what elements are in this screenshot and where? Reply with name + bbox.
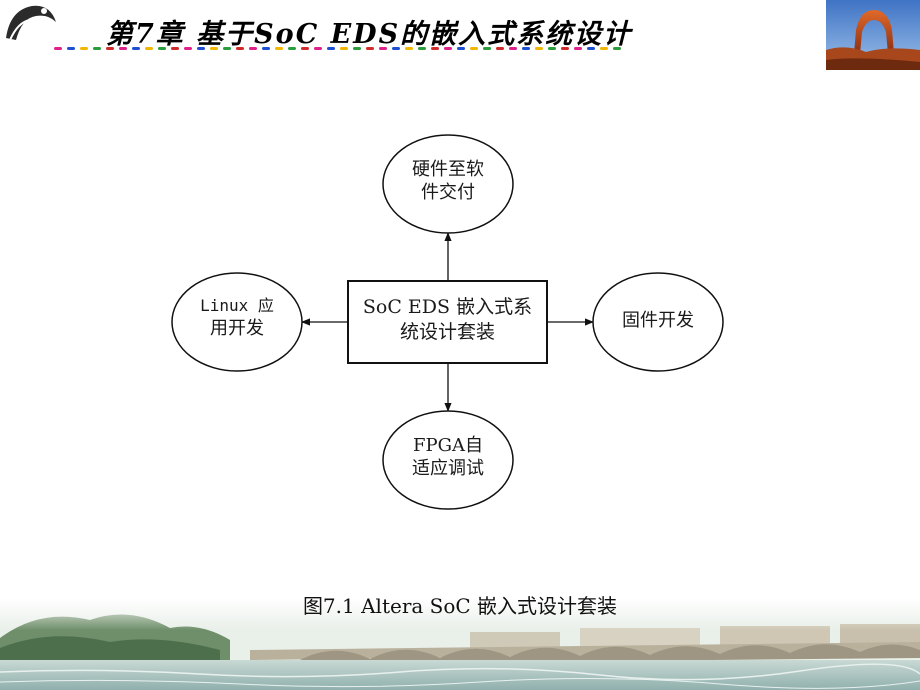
divider-dash <box>54 47 62 50</box>
divider-dash <box>327 47 335 50</box>
divider-dash <box>587 47 595 50</box>
divider-dash <box>132 47 140 50</box>
divider-dash <box>145 47 153 50</box>
divider-dash <box>106 47 114 50</box>
divider-dash <box>197 47 205 50</box>
divider-dash <box>210 47 218 50</box>
divider-dash <box>379 47 387 50</box>
divider-dash <box>314 47 322 50</box>
divider-dash <box>93 47 101 50</box>
divider-dash <box>470 47 478 50</box>
bottom-label-line2: 适应调试 <box>412 458 484 480</box>
left-node-label: Linux 应 用开发 <box>172 296 302 340</box>
divider-dash <box>353 47 361 50</box>
bottom-ellipse <box>382 410 514 510</box>
divider-dash <box>340 47 348 50</box>
divider-dash <box>522 47 530 50</box>
center-node-label: SoC EDS 嵌入式系 统设计套装 <box>349 295 546 344</box>
right-node-label: 固件开发 <box>593 309 723 332</box>
divider-dash <box>249 47 257 50</box>
divider-dash <box>405 47 413 50</box>
divider-dash <box>483 47 491 50</box>
chapter-logo-icon <box>6 5 56 41</box>
divider-dash <box>444 47 452 50</box>
divider-dash <box>275 47 283 50</box>
divider-dash <box>158 47 166 50</box>
header-divider <box>54 47 621 50</box>
divider-dash <box>509 47 517 50</box>
divider-dash <box>431 47 439 50</box>
left-ellipse <box>171 272 303 372</box>
divider-dash <box>392 47 400 50</box>
right-ellipse <box>592 272 724 372</box>
figure-caption: 图7.1 Altera SoC 嵌入式设计套装 <box>302 594 618 618</box>
top-ellipse <box>382 134 514 234</box>
center-label-line1: SoC EDS 嵌入式系 <box>362 296 533 318</box>
divider-dash <box>457 47 465 50</box>
divider-dash <box>236 47 244 50</box>
divider-dash <box>80 47 88 50</box>
arch-photo <box>826 0 920 70</box>
divider-dash <box>171 47 179 50</box>
top-label-line1: 硬件至软 <box>412 159 484 180</box>
bottom-label-line1: FPGA自 <box>413 435 483 456</box>
center-box <box>347 280 548 364</box>
divider-dash <box>262 47 270 50</box>
divider-dash <box>288 47 296 50</box>
divider-dash <box>600 47 608 50</box>
divider-dash <box>366 47 374 50</box>
top-label-line2: 件交付 <box>421 182 475 204</box>
divider-dash <box>561 47 569 50</box>
right-label-line1: 固件开发 <box>622 310 694 331</box>
divider-dash <box>184 47 192 50</box>
divider-dash <box>535 47 543 50</box>
center-label-line2: 统设计套装 <box>399 320 495 343</box>
divider-dash <box>301 47 309 50</box>
chapter-title: 第7章 基于SoC EDS的嵌入式系统设计 <box>106 19 633 50</box>
left-label-line2: 用开发 <box>210 317 264 339</box>
divider-dash <box>548 47 556 50</box>
left-label-line1: Linux 应 <box>200 296 274 315</box>
top-node-label: 硬件至软 件交付 <box>383 158 513 205</box>
divider-dash <box>119 47 127 50</box>
divider-dash <box>496 47 504 50</box>
footer-river-bridge-image <box>0 598 920 690</box>
divider-dash <box>574 47 582 50</box>
divider-dash <box>613 47 621 50</box>
bottom-node-label: FPGA自 适应调试 <box>383 434 513 481</box>
divider-dash <box>67 47 75 50</box>
divider-dash <box>418 47 426 50</box>
divider-dash <box>223 47 231 50</box>
